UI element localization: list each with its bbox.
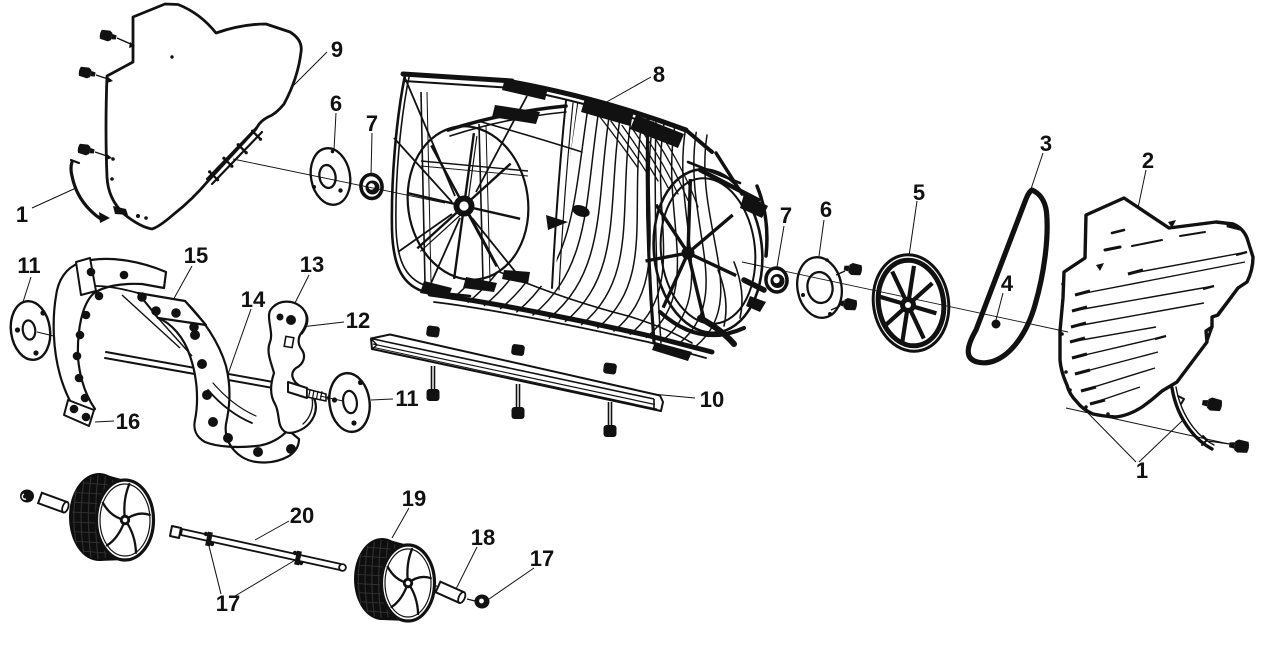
svg-text:11: 11 [17,253,40,278]
svg-text:17: 17 [530,546,554,571]
svg-text:2: 2 [1142,148,1154,173]
svg-text:11: 11 [395,386,418,411]
svg-text:1: 1 [1136,458,1148,483]
svg-text:8: 8 [653,62,665,87]
svg-text:9: 9 [331,37,343,62]
svg-text:7: 7 [366,111,378,136]
svg-text:15: 15 [184,243,208,268]
svg-text:17: 17 [216,591,240,616]
svg-text:7: 7 [780,203,792,228]
svg-text:20: 20 [290,503,314,528]
svg-text:6: 6 [330,91,342,116]
svg-text:6: 6 [820,197,832,222]
svg-text:16: 16 [116,409,140,434]
svg-text:12: 12 [346,308,370,333]
svg-text:1: 1 [16,202,28,227]
svg-text:4: 4 [1001,271,1014,296]
svg-text:3: 3 [1040,131,1052,156]
svg-text:10: 10 [700,387,724,412]
svg-text:13: 13 [300,252,324,277]
svg-text:14: 14 [241,287,266,312]
svg-text:18: 18 [471,525,495,550]
svg-text:19: 19 [402,486,426,511]
svg-text:5: 5 [913,180,925,205]
